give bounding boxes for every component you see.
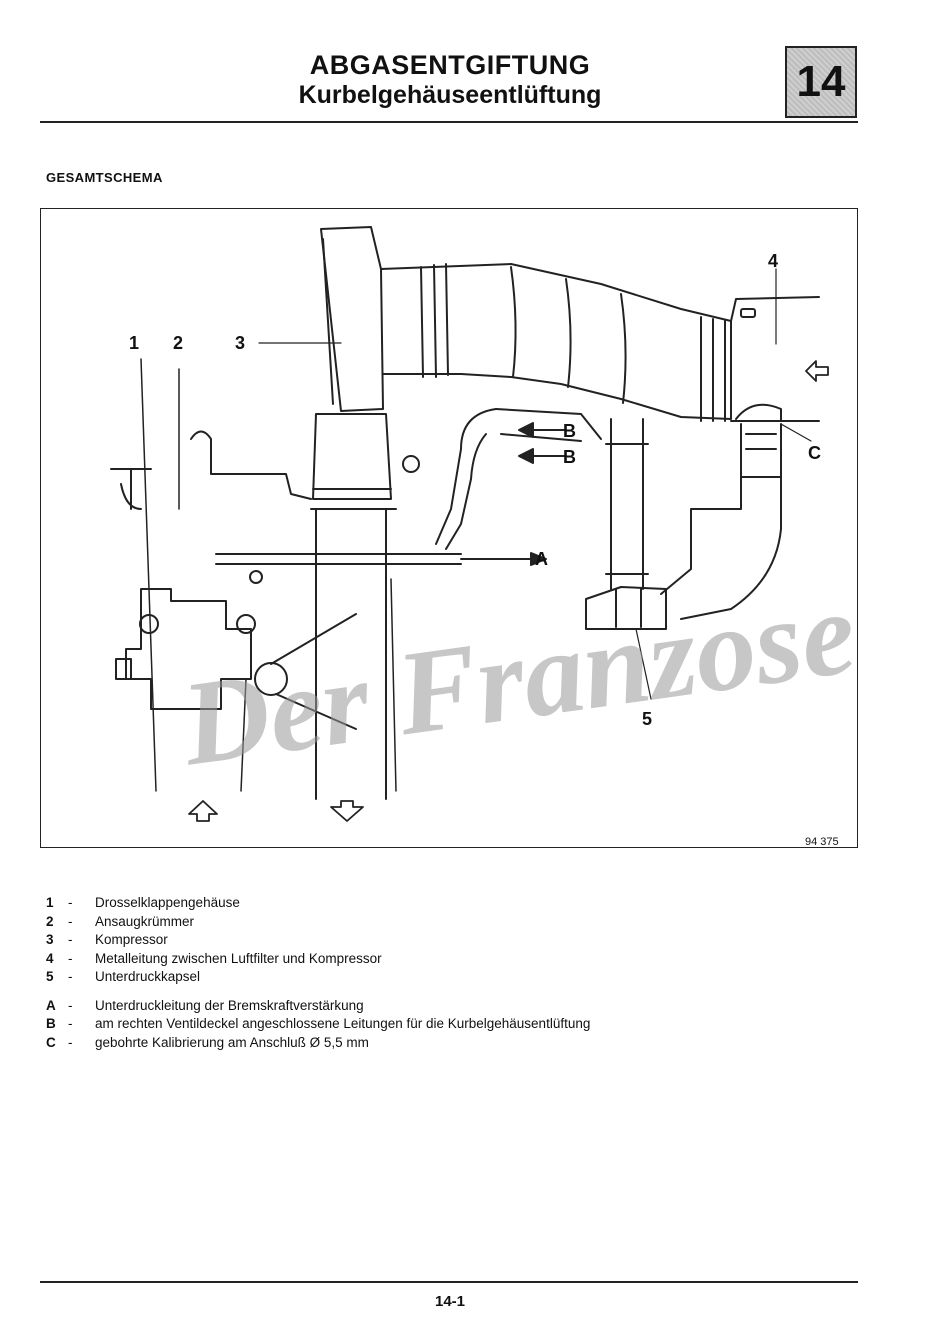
section-title: GESAMTSCHEMA	[46, 170, 163, 185]
label-C: C	[808, 443, 821, 463]
legend-item: 4-Metalleitung zwischen Luftfilter und K…	[46, 950, 382, 966]
schematic-drawing: Der Franzose 1 2 3 4 5 A B B C 94 375	[110, 226, 858, 848]
watermark-text: Der Franzose	[173, 565, 858, 791]
footer-rule	[40, 1281, 858, 1283]
label-3: 3	[235, 333, 245, 353]
label-B-lower: B	[563, 447, 576, 467]
figure-number: 94 375	[805, 836, 839, 848]
legend-item: B-am rechten Ventildeckel angeschlossene…	[46, 1016, 591, 1031]
legend: 1-Drosselklappengehäuse 2-Ansaugkrümmer …	[46, 894, 590, 1052]
chapter-number-box: 14	[785, 46, 857, 118]
label-2: 2	[173, 333, 183, 353]
chapter-number: 14	[796, 57, 846, 106]
label-4: 4	[768, 251, 778, 271]
label-A: A	[535, 549, 548, 569]
legend-item: 3-Kompressor	[46, 932, 168, 947]
label-B-upper: B	[563, 421, 576, 441]
page-header: ABGASENTGIFTUNG Kurbelgehäuseentlüftung	[0, 50, 900, 110]
label-1: 1	[129, 333, 139, 353]
legend-item: C-gebohrte Kalibrierung am Anschluß Ø 5,…	[46, 1034, 369, 1050]
label-5: 5	[642, 709, 652, 729]
legend-item: A-Unterdruckleitung der Bremskraftverstä…	[46, 997, 364, 1013]
page-number: 14-1	[434, 1293, 466, 1310]
legend-item: 5-Unterdruckkapsel	[46, 969, 201, 984]
chapter-subtitle: Kurbelgehäuseentlüftung	[298, 81, 602, 109]
legend-item: 1-Drosselklappengehäuse	[46, 895, 240, 910]
schematic-figure: Der Franzose 1 2 3 4 5 A B B C 94 375	[40, 208, 858, 848]
header-rule	[40, 121, 858, 123]
legend-item: 2-Ansaugkrümmer	[46, 913, 195, 929]
chapter-title: ABGASENTGIFTUNG	[309, 50, 591, 80]
